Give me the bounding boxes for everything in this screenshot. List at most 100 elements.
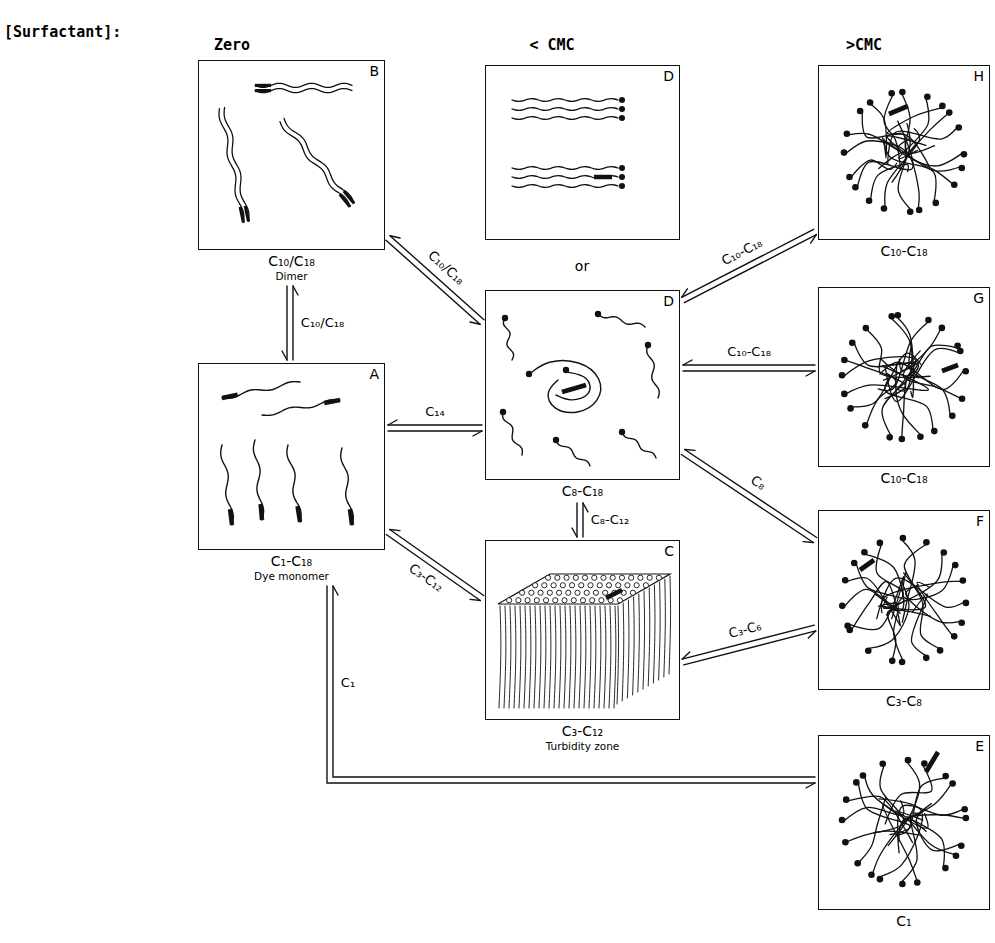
half-arrowhead bbox=[390, 530, 400, 531]
surfactant-tail bbox=[599, 606, 601, 708]
surfactant-tail bbox=[556, 372, 590, 400]
surfactant-head bbox=[619, 575, 624, 580]
surfactant-head bbox=[542, 583, 547, 588]
surfactant-tail bbox=[549, 606, 551, 708]
forward-line bbox=[327, 586, 815, 783]
state-caption: C₁₀-C₁₈ bbox=[880, 243, 927, 260]
state-letter: H bbox=[973, 66, 989, 84]
dye-segment bbox=[324, 400, 340, 403]
edge-label: C₁ bbox=[339, 675, 357, 691]
surfactant-head bbox=[584, 590, 589, 595]
surfactant-head bbox=[575, 590, 580, 595]
half-arrowhead bbox=[333, 586, 338, 595]
surfactant-tail bbox=[885, 766, 932, 824]
surfactant-head bbox=[647, 575, 652, 580]
surfactant-head bbox=[852, 184, 859, 191]
surfactant-head bbox=[853, 779, 860, 786]
forward-line bbox=[386, 240, 480, 324]
state-box: H C₁₀-C₁₈ bbox=[818, 65, 990, 260]
forward-line bbox=[286, 286, 287, 360]
dye-segment bbox=[562, 385, 586, 392]
edge-label-holder: C₁₀/C₁₈ bbox=[299, 315, 346, 331]
edge-label-holder: C₁₀-C₁₈ bbox=[725, 344, 773, 360]
surfactant-tail bbox=[617, 606, 619, 704]
surfactant-tail bbox=[503, 412, 523, 455]
edge-label: C₈ bbox=[746, 471, 770, 494]
half-arrowhead bbox=[473, 431, 482, 436]
half-arrowhead bbox=[470, 322, 480, 324]
surfactant-head bbox=[854, 860, 861, 867]
surfactant-tail bbox=[648, 588, 650, 686]
surfactant-head bbox=[547, 590, 552, 595]
surfactant-tail bbox=[569, 606, 571, 708]
surfactant-head bbox=[571, 598, 576, 603]
forward-line bbox=[576, 503, 577, 537]
forward-line bbox=[684, 235, 816, 303]
state-box: CC₃-C₁₂Turbidity zone bbox=[485, 540, 680, 753]
equilibrium-arrow bbox=[386, 236, 484, 324]
surfactant-head bbox=[656, 575, 661, 580]
surfactant-tail bbox=[845, 801, 904, 820]
surfactant-tail bbox=[908, 115, 947, 155]
surfactant-tail bbox=[594, 606, 596, 708]
column-heading: < CMC bbox=[529, 36, 574, 54]
box-frame: H bbox=[818, 65, 990, 240]
dye-segment bbox=[594, 175, 612, 180]
half-arrowhead bbox=[572, 528, 577, 537]
surfactant-tail bbox=[544, 606, 546, 708]
surfactant-head bbox=[610, 575, 615, 580]
surfactant-tail bbox=[867, 373, 896, 423]
forward-line bbox=[683, 370, 815, 371]
dye-segment bbox=[942, 365, 958, 371]
surfactant-head bbox=[924, 93, 931, 100]
state-letter: A bbox=[369, 364, 384, 382]
half-arrowhead bbox=[806, 783, 815, 788]
surfactant-tail bbox=[554, 606, 556, 708]
surfactant-tail bbox=[849, 796, 913, 842]
edge-label-holder: C₁₀/C₁₈ bbox=[423, 246, 469, 290]
dye-segment bbox=[245, 206, 248, 222]
column-heading-holder: Zero bbox=[214, 36, 250, 54]
surfactant-head bbox=[863, 325, 870, 332]
surfactant-head bbox=[562, 598, 567, 603]
surfactant-head bbox=[961, 806, 968, 813]
surfactant-head bbox=[638, 575, 643, 580]
half-arrowhead bbox=[682, 289, 688, 298]
surfactant-head bbox=[879, 760, 886, 767]
reverse-line bbox=[682, 229, 814, 297]
surfactant-head bbox=[839, 372, 846, 379]
surfactant-head bbox=[955, 124, 962, 131]
state-caption: Dye monomer bbox=[254, 570, 329, 583]
surfactant-head bbox=[546, 575, 551, 580]
dye-segment bbox=[298, 506, 300, 522]
surfactant-head bbox=[842, 577, 849, 584]
surfactant-tail bbox=[512, 99, 618, 102]
state-box: GC₁₀-C₁₈ bbox=[818, 287, 990, 487]
surfactant-tail bbox=[868, 330, 930, 377]
state-box: AC₁-C₁₈Dye monomer bbox=[198, 363, 385, 583]
reverse-line bbox=[292, 286, 293, 360]
surfactant-head bbox=[862, 422, 869, 429]
surfactant-head bbox=[844, 623, 851, 630]
surfactant-tail bbox=[872, 105, 887, 158]
surfactant-head bbox=[959, 395, 966, 402]
surfactant-head bbox=[905, 757, 912, 764]
state-caption: Dimer bbox=[275, 270, 307, 283]
surfactant-tail bbox=[669, 576, 671, 674]
surfactant-head bbox=[629, 575, 634, 580]
state-box: DC₈-C₁₈ bbox=[485, 290, 680, 500]
surfactant-head bbox=[606, 583, 611, 588]
half-arrowhead bbox=[293, 286, 298, 295]
surfactant-head bbox=[932, 200, 939, 207]
surfactant-head bbox=[931, 428, 938, 435]
edge-label-holder: C₃-C₆ bbox=[725, 617, 765, 642]
surfactant-head bbox=[619, 429, 625, 435]
surfactant-head bbox=[563, 367, 569, 373]
surfactant-head bbox=[900, 535, 907, 542]
edge-label: C₁₄ bbox=[423, 404, 447, 420]
forward-line bbox=[681, 454, 813, 542]
surfactant-head bbox=[538, 590, 543, 595]
surfactant-head bbox=[937, 647, 944, 654]
surfactant-tail bbox=[509, 606, 511, 708]
